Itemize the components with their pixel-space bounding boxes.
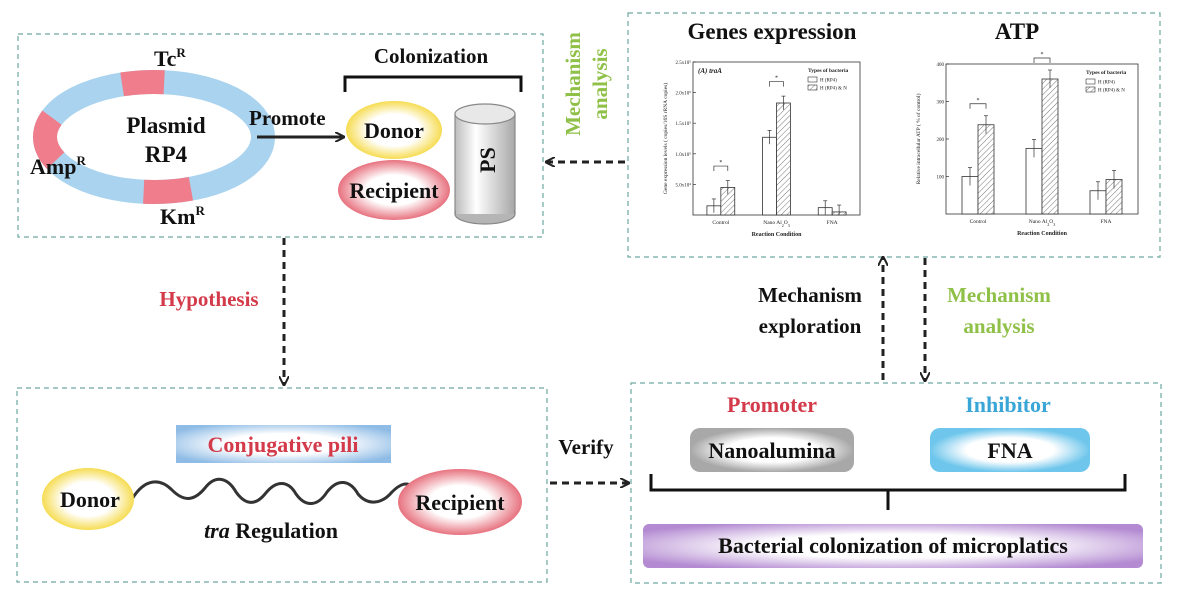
x-tick-label: Control [712, 220, 729, 226]
significance-bracket [969, 103, 987, 109]
colonization-bracket [343, 75, 523, 92]
plasmid-label-bottom: RP4 [145, 142, 188, 167]
pili-recipient-label: Recipient [415, 490, 505, 515]
y-tick-label: 200 [937, 138, 945, 143]
recipient-cell [338, 160, 450, 220]
legend-entry: H (RP4) & N [1098, 89, 1125, 94]
mechanism-analysis-rotated-line2: analysis [588, 48, 612, 119]
amp-resistance-label: AmpR [30, 153, 86, 179]
verify-bracket [649, 474, 1127, 510]
promoter-label: Promoter [727, 392, 817, 417]
bar [776, 102, 791, 216]
x-tick-label: Control [970, 219, 987, 225]
conjugative-pili-label: Conjugative pili [208, 432, 359, 457]
mechanism-analysis-line1: Mechanism [947, 283, 1051, 307]
promote-label: Promote [249, 106, 326, 130]
pili-strand [130, 477, 413, 505]
pili-recipient-cell [398, 469, 522, 535]
significance-star: * [719, 160, 722, 166]
bar [762, 136, 777, 216]
y-tick-label: 100 [937, 176, 945, 181]
mechanism-exploration-line2: exploration [759, 314, 862, 338]
bar [1025, 147, 1043, 215]
donor-cell [346, 101, 442, 159]
panel-plasmid-colonization [17, 33, 544, 238]
legend-swatch [1085, 78, 1096, 85]
y-axis-label: Relative intracellular ATP ( % of contro… [915, 93, 922, 184]
panel-label: (A) traA [698, 67, 722, 75]
panel-verify [630, 382, 1162, 584]
bar [1041, 78, 1059, 215]
legend-entry: H (RP4) [820, 79, 837, 84]
legend-entry: H (RP4) [1098, 81, 1115, 86]
x-axis-label: Reaction Condition [1017, 231, 1068, 237]
nanoalumina-label: Nanoalumina [708, 438, 835, 463]
y-tick-label: 5.0x10⁴ [676, 182, 692, 188]
fna-label: FNA [987, 438, 1032, 463]
nanoalumina-box [690, 428, 854, 472]
legend-swatch [1085, 86, 1096, 93]
fna-box [930, 428, 1090, 472]
y-tick-label: 1.5x10⁵ [676, 121, 692, 127]
significance-star: * [977, 98, 980, 104]
legend-swatch [807, 76, 818, 83]
result-box [643, 524, 1143, 568]
x-tick-label: Nano Al2O3 [763, 220, 789, 228]
chart-genes-title: Genes expression [688, 19, 857, 44]
x-tick-label: FNA [827, 220, 838, 226]
legend-title: Types of bacteria [1086, 70, 1126, 76]
hypothesis-label: Hypothesis [159, 287, 258, 311]
y-tick-label: 300 [937, 101, 945, 106]
y-tick-label: 2.5x10⁵ [676, 60, 692, 66]
mechanism-analysis-line2: analysis [963, 314, 1034, 338]
y-tick-label: 1.0x10⁵ [676, 152, 692, 158]
significance-star: * [1041, 52, 1044, 58]
panel-conjugation [16, 387, 548, 583]
inhibitor-label: Inhibitor [965, 392, 1051, 417]
legend-entry: H (RP4) & N [820, 87, 847, 92]
tra-regulation-label: tra Regulation [204, 518, 338, 543]
y-axis-label: Gene expression levels ( copies/16S rRNA… [662, 83, 669, 194]
legend-title: Types of bacteria [808, 68, 848, 74]
pili-donor-cell [42, 468, 134, 530]
x-tick-label: FNA [1100, 219, 1111, 225]
conjugative-pili-box [176, 425, 391, 463]
result-label: Bacterial colonization of microplatics [718, 533, 1068, 558]
y-tick-label: 2.0x10⁵ [676, 91, 692, 97]
significance-bracket [1033, 57, 1051, 63]
bar [977, 124, 995, 215]
panel-charts [627, 12, 1161, 258]
chart-genes-expression: 5.0x10⁴ 1.0x10⁵ 1.5x10⁵ 2.0x10⁵ 2.5x10⁵ Gene … [662, 60, 861, 238]
recipient-label: Recipient [349, 178, 439, 203]
significance-bracket [769, 81, 784, 87]
significance-bracket [713, 165, 729, 172]
ps-cylinder [454, 103, 516, 225]
verify-label: Verify [558, 435, 614, 459]
plasmid-label-top: Plasmid [126, 113, 205, 138]
colonization-title: Colonization [374, 44, 489, 68]
tc-resistance-label: TcR [154, 45, 186, 71]
significance-star: * [775, 76, 778, 82]
x-axis-label: Reaction Condition [752, 232, 803, 238]
donor-label: Donor [364, 118, 424, 143]
ps-label: PS [475, 147, 500, 173]
x-tick-label: Nano Al2O3 [1029, 219, 1055, 227]
chart-atp-title: ATP [995, 19, 1039, 44]
pili-donor-label: Donor [60, 487, 120, 512]
mechanism-analysis-rotated-line1: Mechanism [561, 32, 585, 136]
mechanism-exploration-line1: Mechanism [758, 283, 862, 307]
y-tick-label: 400 [937, 63, 945, 68]
km-resistance-label: KmR [160, 203, 205, 229]
legend-swatch [807, 84, 818, 91]
